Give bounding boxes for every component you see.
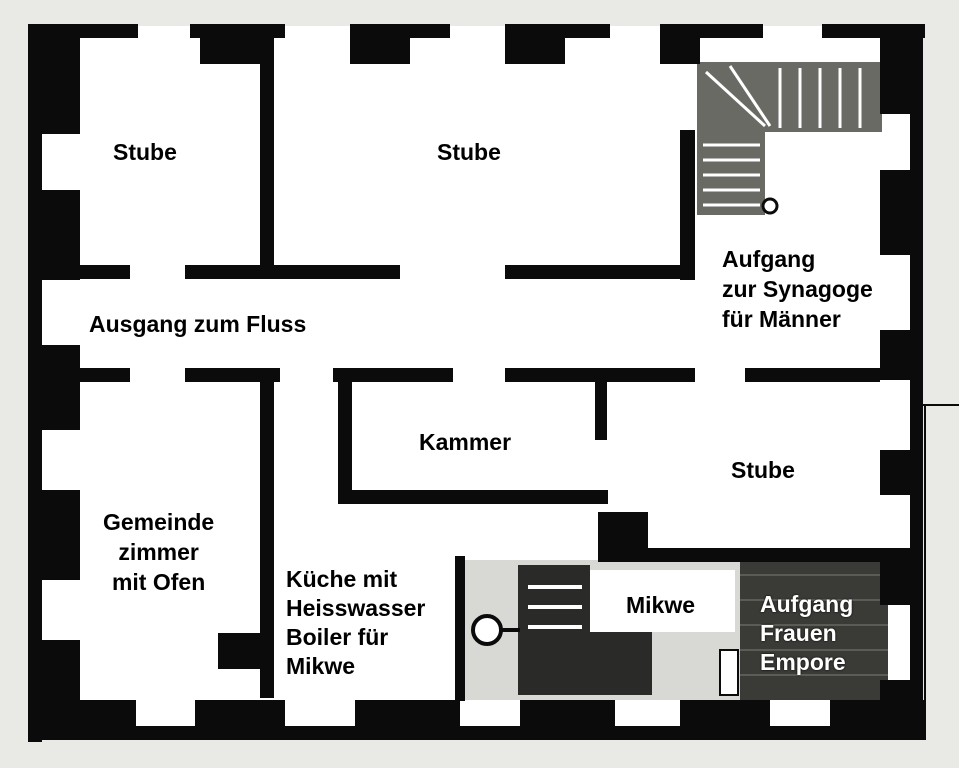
- aufgang-frauen-line-1: Aufgang: [760, 591, 854, 617]
- aufgang-frauen-line-2: Frauen: [760, 620, 837, 646]
- kueche-line-2: Heisswasser: [286, 595, 426, 621]
- room-label-kammer: Kammer: [419, 429, 512, 455]
- walls: [28, 24, 925, 742]
- kueche-line-3: Boiler für: [286, 624, 389, 650]
- room-label-aufgang-maenner: Aufgang zur Synagoge für Männer: [722, 244, 873, 334]
- room-label-stube-right: Stube: [731, 457, 795, 483]
- boiler-tank: [471, 614, 503, 646]
- room-label-stube-left: Stube: [113, 139, 177, 165]
- aufgang-maenner-line-3: für Männer: [722, 306, 841, 332]
- room-label-kueche: Küche mit Heisswasser Boiler für Mikwe: [286, 565, 425, 681]
- room-label-mikwe: Mikwe: [626, 592, 696, 618]
- room-label-ausgang: Ausgang zum Fluss: [89, 311, 307, 337]
- staircase-women: [738, 560, 888, 700]
- gemeindezimmer-line-3: mit Ofen: [111, 569, 206, 595]
- kueche-line-1: Küche mit: [286, 566, 398, 592]
- aufgang-frauen-line-3: Empore: [760, 649, 846, 675]
- aufgang-maenner-line-2: zur Synagoge: [722, 276, 873, 302]
- room-label-stube-top: Stube: [437, 139, 501, 165]
- staircase-men: [697, 62, 882, 215]
- gemeindezimmer-line-2: zimmer: [118, 539, 199, 565]
- room-label-aufgang-frauen: Aufgang Frauen Empore: [760, 590, 853, 677]
- kueche-line-4: Mikwe: [286, 653, 356, 679]
- mikwe-fixtures: [460, 560, 740, 700]
- gemeindezimmer-line-1: Gemeinde: [103, 509, 215, 535]
- room-label-gemeindezimmer: Gemeinde zimmer mit Ofen: [103, 507, 214, 597]
- aufgang-maenner-line-1: Aufgang: [722, 246, 816, 272]
